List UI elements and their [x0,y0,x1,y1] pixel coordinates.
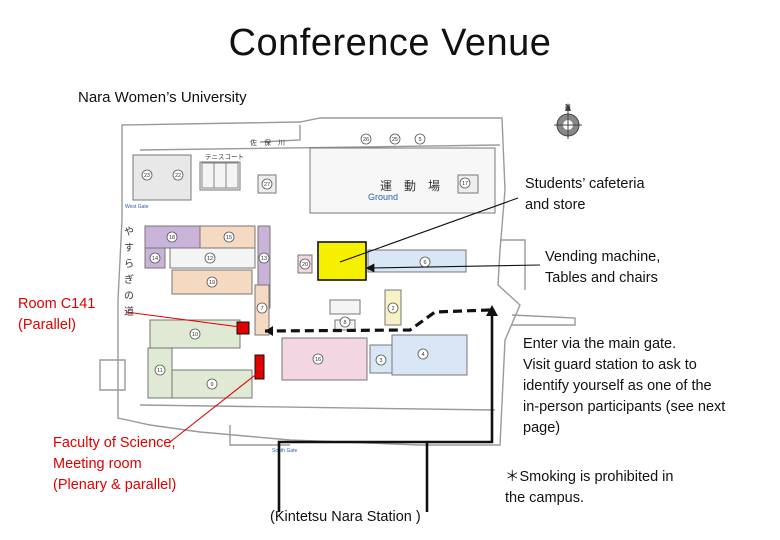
main-gate-annotation: Enter via the main gate. Visit guard sta… [523,334,725,439]
faculty-line-2: Meeting room [53,456,142,472]
building-number-18: 18 [169,235,175,241]
cafeteria-line-1: Students’ cafeteria [525,176,645,192]
building-number-6: 6 [423,260,426,266]
building-number-9: 9 [210,382,213,388]
route-arrowhead [265,326,273,336]
vending-line-1: Vending machine, [545,249,661,265]
building-number-26: 26 [363,137,369,143]
station-label: (Kintetsu Nara Station ) [270,509,421,525]
faculty-line-3: (Plenary & parallel) [53,477,177,493]
main-gate-line-4: in-person participants (see next [523,399,726,415]
main-gate-line-3: identify yourself as one of the [523,378,712,394]
river-label-jp: 佐 保 川 [250,138,285,147]
cafeteria-building [317,241,367,281]
building-number-27: 27 [264,182,270,188]
main-gate-line-5: page) [523,420,561,436]
building-number-22: 22 [175,173,181,179]
faculty-meeting-room-marker [254,354,265,380]
building-number-15: 15 [226,235,232,241]
building-number-20: 20 [302,262,308,268]
compass-icon [554,103,582,139]
tennis-courts [201,162,239,189]
smoking-annotation: ＊Smoking is prohibited in the campus. [505,467,673,509]
svg-text:道: 道 [124,305,134,318]
building-number-5: 5 [418,137,421,143]
vending-line-2: Tables and chairs [545,270,658,286]
smoking-line-2: the campus. [505,490,584,506]
svg-text:の: の [124,291,134,302]
faculty-line-1: Faculty of Science, [53,435,176,451]
building-number-13: 13 [261,256,267,262]
tennis-label-jp: テニスコート [205,153,244,161]
path-label-jp: やす らぎ の道 [124,226,134,318]
building-number-7: 7 [260,306,263,312]
faculty-annotation: Faculty of Science, Meeting room (Plenar… [53,433,176,496]
svg-text:す: す [124,242,134,254]
building-16 [281,337,368,381]
building-number-23: 23 [144,173,150,179]
station-route [277,440,429,512]
building-number-17: 17 [462,181,468,187]
room-c141-annotation: Room C141 (Parallel) [18,294,95,336]
building-number-16: 16 [315,357,321,363]
cafeteria-line-2: and store [525,197,586,213]
cafeteria-annotation: Students’ cafeteria and store [525,174,645,216]
west-gate-label: West Gate [125,204,149,210]
room-c141-line-1: Room C141 [18,296,96,312]
svg-text:ぎ: ぎ [124,273,134,286]
main-gate-route [427,312,494,444]
smoking-line-1: ＊Smoking is prohibited in [505,469,674,485]
route-to-venue [264,308,491,333]
building-number-4: 4 [421,352,424,358]
main-gate-arrowhead [486,305,498,316]
cafeteria-pointer [339,197,519,263]
south-gate-label: South Gate [272,448,298,454]
vending-annotation: Vending machine, Tables and chairs [545,247,660,289]
building-number-19: 19 [209,280,215,286]
building-number-2: 2 [391,306,394,312]
building-number-12: 12 [207,256,213,262]
building-number-8: 8 [343,320,346,326]
building-7 [391,334,468,376]
faculty-pointer [169,371,260,443]
main-gate-line-2: Visit guard station to ask to [523,357,697,373]
building-number-10: 10 [192,332,198,338]
vending-pointer [365,263,541,273]
ground-label-en: Ground [368,192,398,202]
room-c141-line-2: (Parallel) [18,317,77,333]
room-c141-marker [236,321,250,335]
buildings [132,147,496,399]
building-number-markers [141,133,471,390]
building-number-11: 11 [157,368,163,374]
building-number-14: 14 [152,256,158,262]
page-title: Conference Venue [228,22,552,64]
svg-text:ら: ら [124,258,134,270]
compass-label: N [565,103,571,112]
building-number-3: 3 [379,358,382,364]
building-number-25: 25 [392,137,398,143]
main-gate-line-1: Enter via the main gate. [523,336,677,352]
university-name: Nara Women’s University [78,89,247,106]
building-6 [367,249,467,273]
room-c141-pointer [125,311,241,328]
ground-label-jp: 運 動 場 [380,179,440,193]
building-20 [329,299,361,315]
svg-text:や: や [124,226,134,238]
